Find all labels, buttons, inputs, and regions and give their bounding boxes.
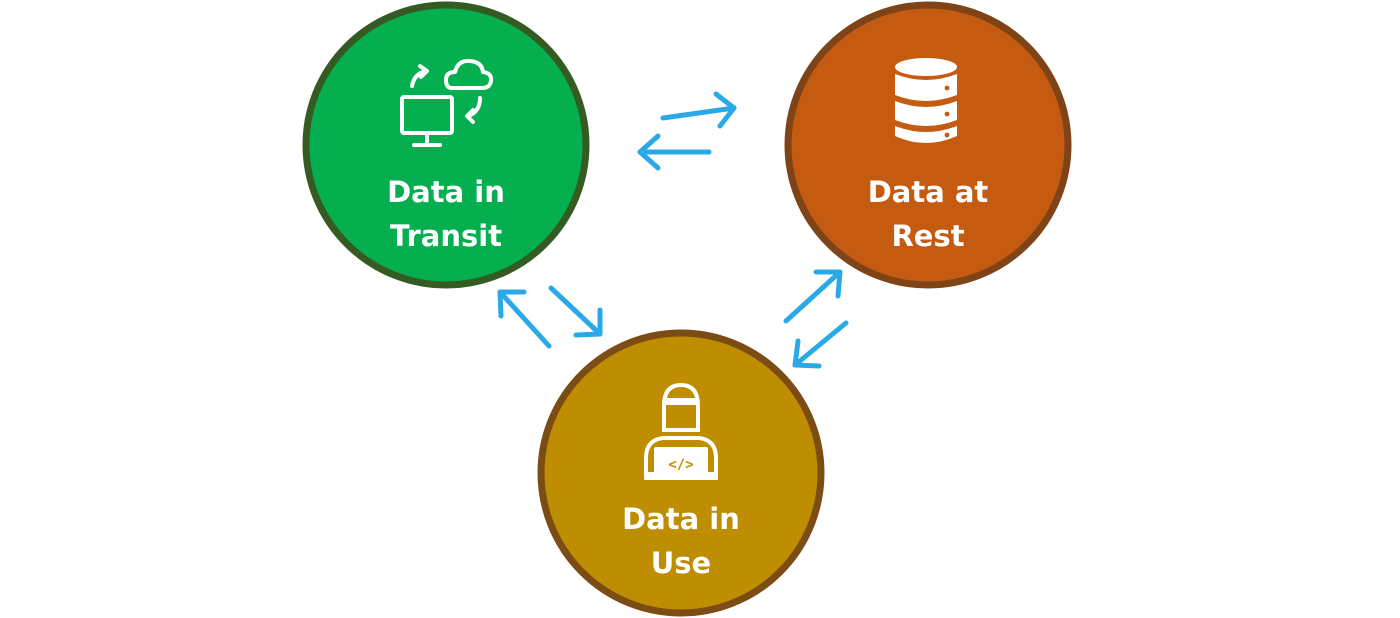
arrow-transit-to-use (548, 285, 603, 338)
arrows (497, 91, 849, 369)
rest-label-line1: Data at (868, 175, 989, 209)
node-data-at-rest: Data at Rest (784, 1, 1072, 289)
arrow-rest-to-transit (637, 133, 712, 171)
database-icon (895, 58, 957, 143)
rest-circle (784, 1, 1072, 289)
transit-label-line1: Data in (387, 175, 505, 209)
transit-label-line2: Transit (390, 219, 502, 253)
arrow-use-to-transit (497, 289, 552, 349)
monitor-cloud-sync-icon (400, 58, 494, 147)
use-label-line1: Data in (622, 502, 740, 536)
node-data-in-transit: Data in Transit (302, 1, 590, 289)
arrow-rest-to-use (792, 320, 849, 369)
arrow-use-to-rest (783, 269, 843, 324)
transit-circle (302, 1, 590, 289)
node-data-in-use: </> Data in Use (537, 329, 825, 617)
use-label-line2: Use (651, 546, 711, 580)
rest-label-line2: Rest (891, 219, 964, 253)
developer-laptop-icon: </> (644, 382, 718, 480)
arrow-transit-to-rest (660, 91, 737, 129)
svg-text:</>: </> (668, 457, 693, 473)
